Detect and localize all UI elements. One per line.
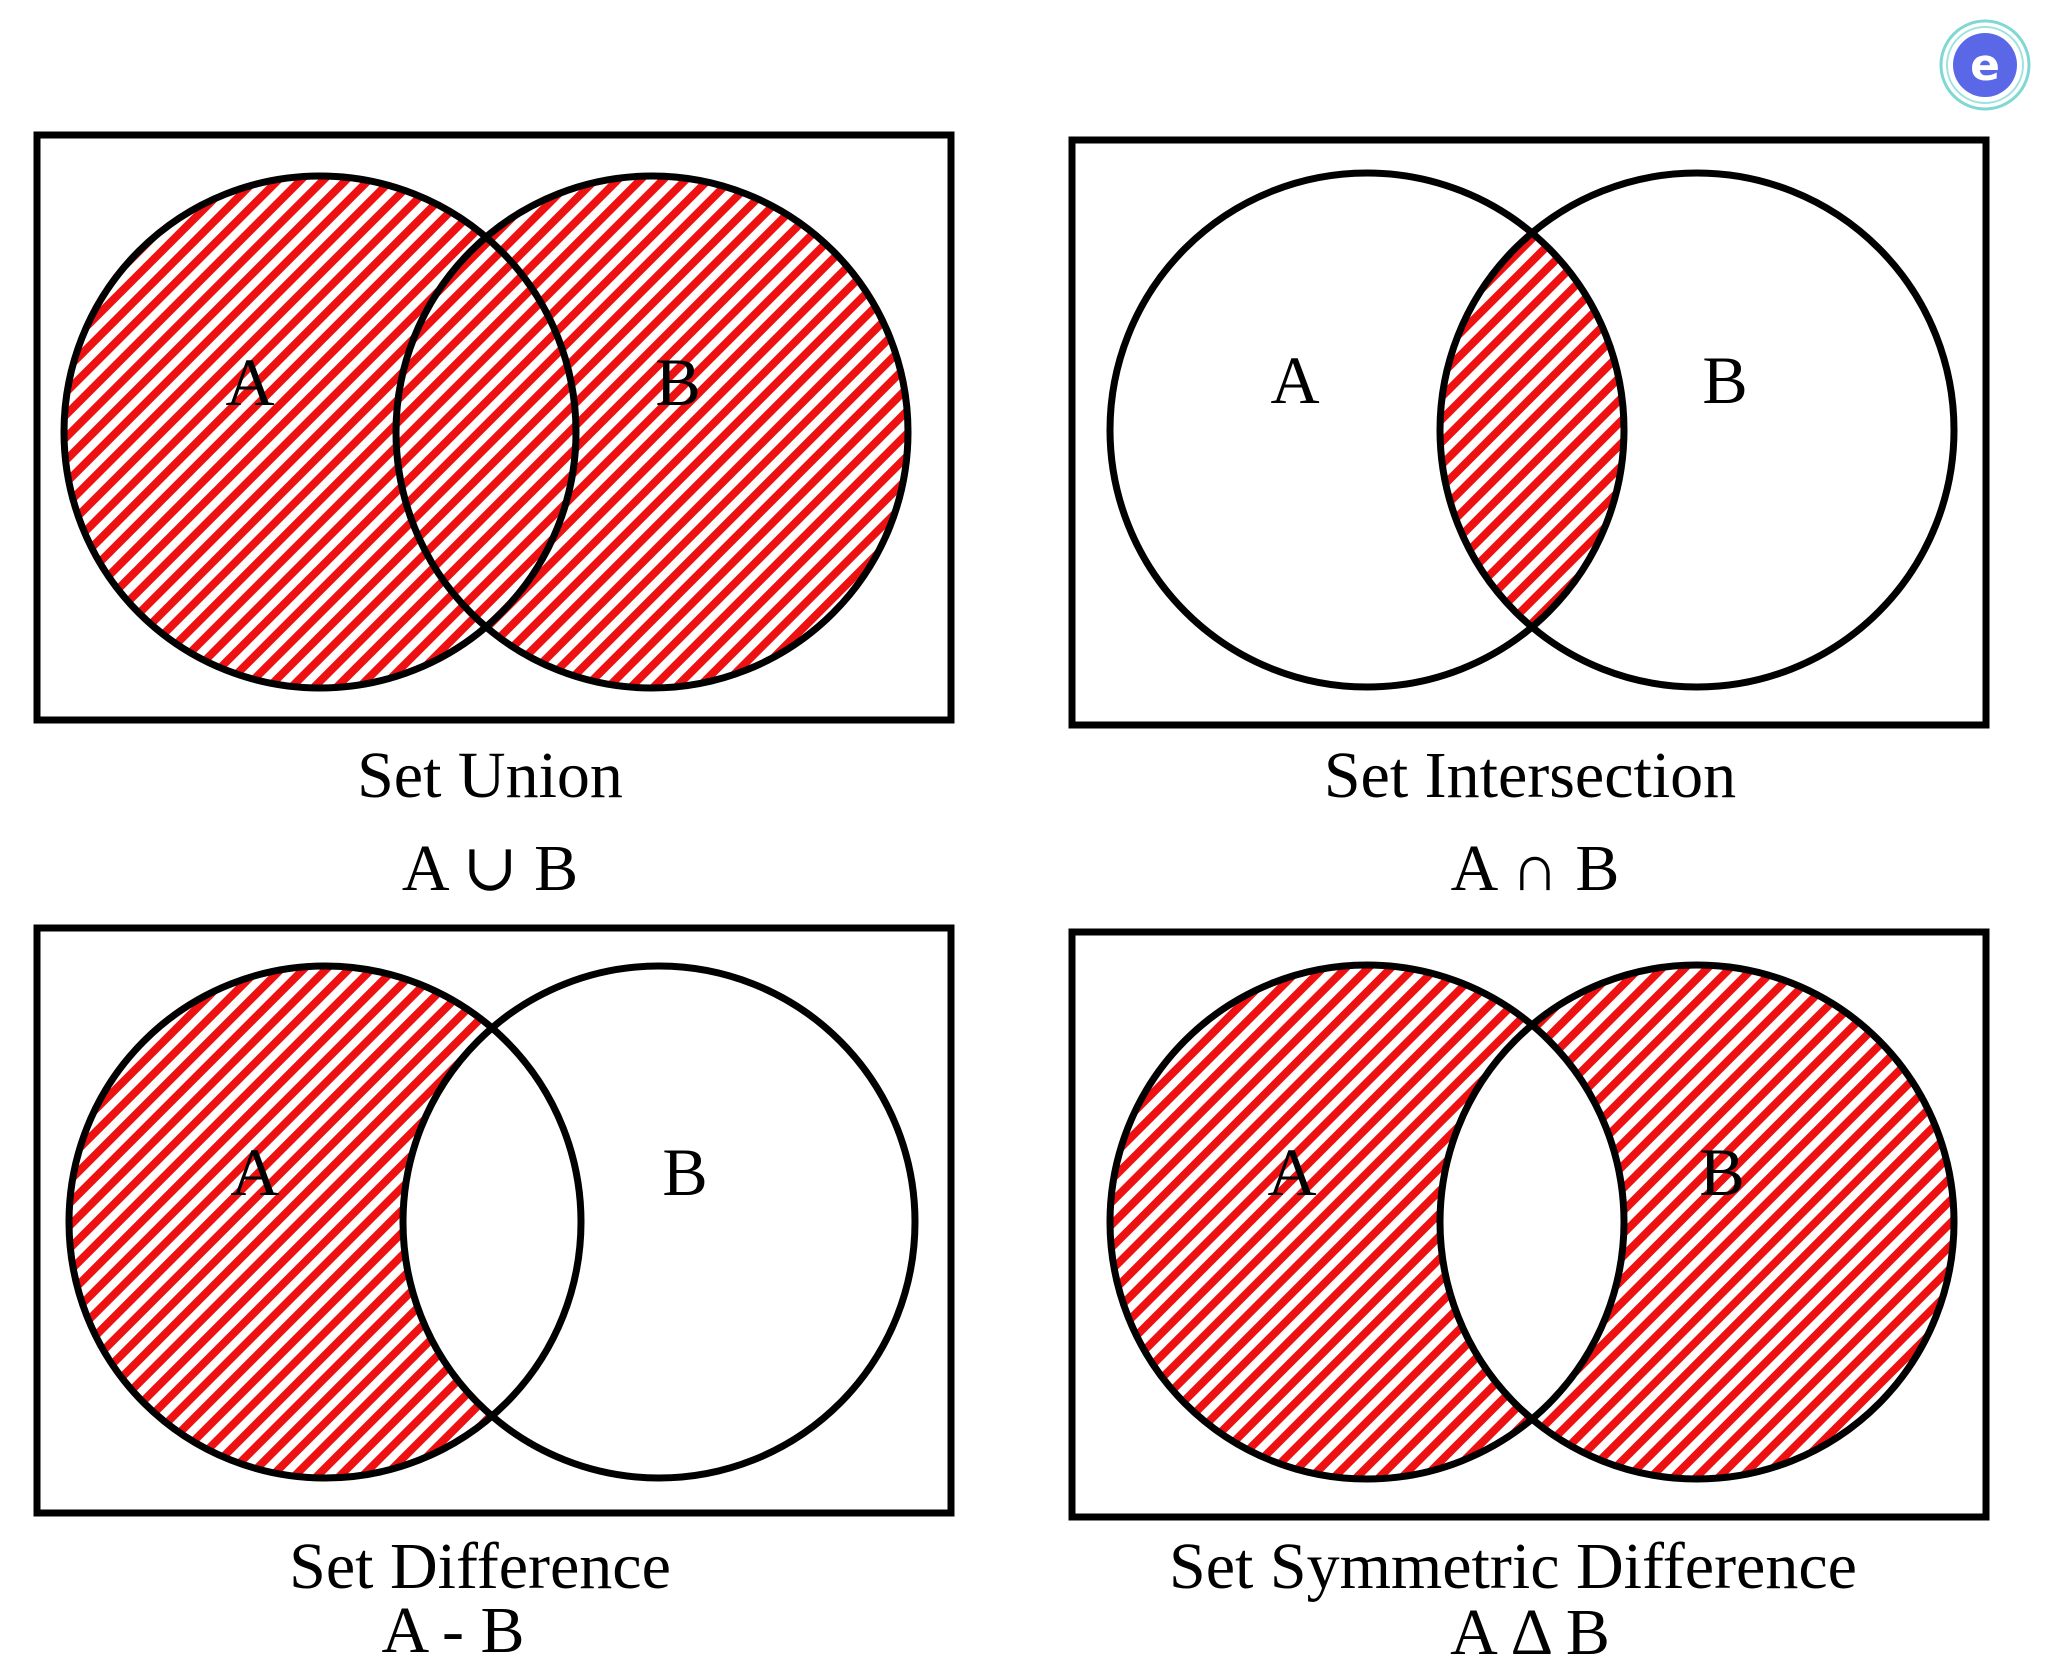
logo-letter: e (1970, 40, 2000, 91)
shaded-region-a-union-b (64, 176, 908, 688)
set-b-circle (1436, 961, 1958, 1483)
universal-set-box (1068, 928, 1990, 1521)
panel-set-symmetric-difference: A B Set Symmetric Difference A Δ B (1068, 928, 1990, 1665)
universal-set-box (33, 131, 955, 724)
set-a-circle (1106, 961, 1628, 1483)
set-a-circle (65, 962, 585, 1482)
caption-notation: A - B (381, 1594, 524, 1665)
panel-set-union: A B Set Union A ∪ B (33, 131, 955, 905)
set-b-label: B (1702, 342, 1747, 418)
set-a-label: A (1267, 1134, 1316, 1210)
caption-title: Set Difference (289, 1530, 671, 1603)
logo-disc (1953, 33, 2017, 97)
shaded-region-a-minus-b (69, 966, 581, 1478)
set-b-label: B (655, 344, 700, 420)
set-a-circle (1106, 169, 1628, 691)
universal-set-box (33, 924, 955, 1517)
caption-notation: A ∪ B (402, 832, 578, 905)
set-a-label: A (230, 1134, 279, 1210)
set-b-circle (1436, 169, 1958, 691)
brand-logo-icon: e (1939, 19, 2031, 111)
set-b-circle (392, 172, 912, 692)
caption-title: Set Intersection (1324, 739, 1736, 812)
set-a-label: A (225, 344, 274, 420)
set-b-label: B (1699, 1134, 1744, 1210)
logo-spiral-ring (1939, 19, 2031, 111)
caption-title: Set Symmetric Difference (1169, 1530, 1857, 1603)
shaded-region-a-intersect-b (1440, 173, 1624, 687)
shaded-region-a-symmetric-difference-b (1110, 965, 1954, 1479)
logo-spiral-ring-inner (1946, 26, 2024, 104)
caption-title: Set Union (357, 739, 623, 812)
panel-set-intersection: A B Set Intersection A ∩ B (1068, 136, 1990, 905)
caption-notation: A Δ B (1450, 1596, 1610, 1665)
universal-set-box (1068, 136, 1990, 729)
panel-set-difference: A B Set Difference A - B (33, 924, 955, 1665)
set-a-circle (60, 172, 580, 692)
set-a-label: A (1270, 342, 1319, 418)
set-b-label: B (662, 1134, 707, 1210)
caption-notation: A ∩ B (1451, 832, 1620, 905)
set-b-circle (399, 962, 919, 1482)
